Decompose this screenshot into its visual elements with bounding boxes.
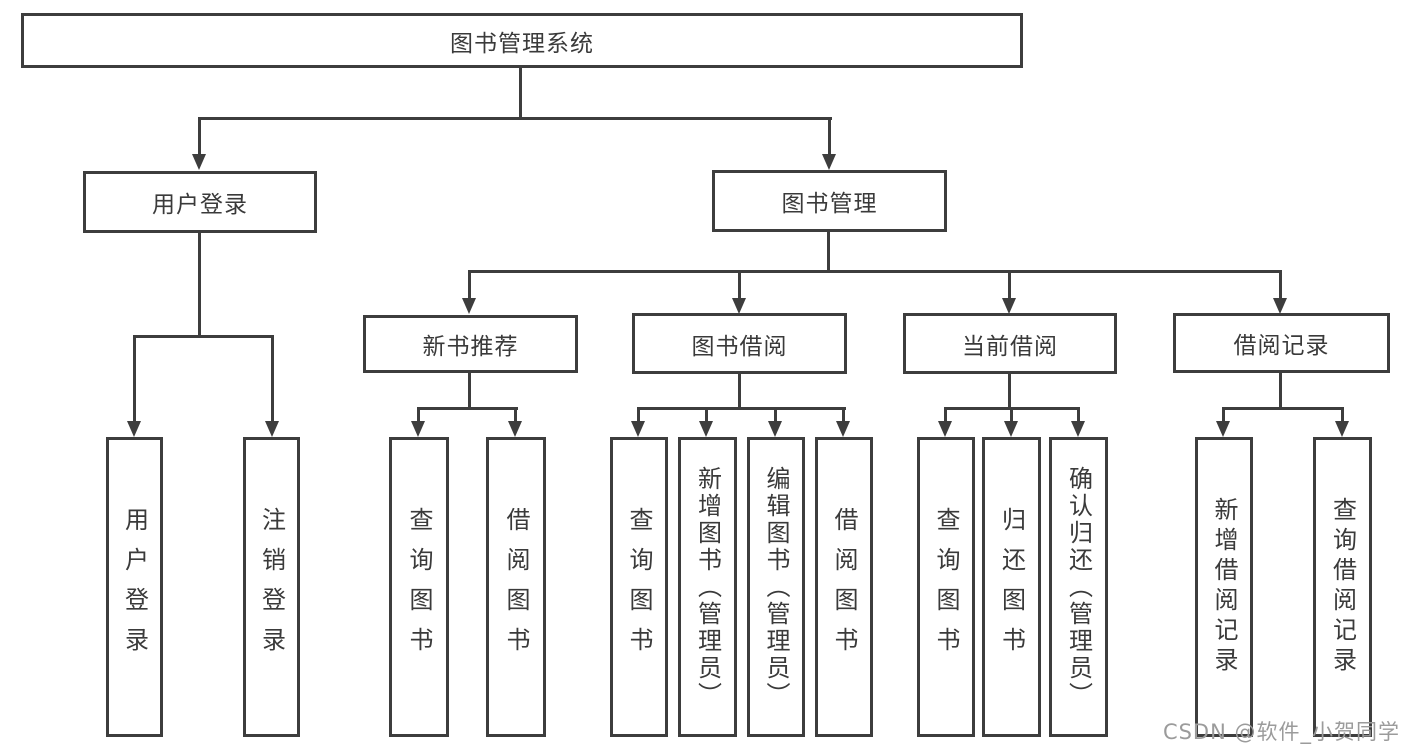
connector-line (738, 374, 741, 409)
connector-line (514, 407, 517, 423)
node-user-login: 用户登录 (83, 171, 317, 233)
leaf-logout: 注销登录 (243, 437, 300, 737)
node-label: 查询图书 (932, 507, 960, 667)
connector-line (1077, 407, 1080, 423)
leaf-borrow-book: 借阅图书 (815, 437, 873, 737)
connector-line (519, 68, 522, 119)
node-label: 新书推荐 (422, 334, 519, 360)
leaf-query-borrow-record: 查询借阅记录 (1313, 437, 1372, 737)
node-label: 查询借阅记录 (1328, 497, 1357, 677)
node-new-book-recommend: 新书推荐 (363, 315, 578, 373)
arrowhead-down (1004, 421, 1018, 437)
leaf-query-book-borrow: 查询图书 (610, 437, 668, 737)
connector-line (133, 335, 274, 338)
connector-line (1341, 407, 1344, 423)
arrowhead-down (631, 421, 645, 437)
arrowhead-down (127, 421, 141, 437)
leaf-add-borrow-record: 新增借阅记录 (1195, 437, 1253, 737)
arrowhead-down (699, 421, 713, 437)
arrowhead-down (411, 421, 425, 437)
node-label: 查询图书 (625, 507, 653, 667)
leaf-return-book: 归还图书 (982, 437, 1041, 737)
connector-line (468, 270, 1282, 273)
arrowhead-down (265, 421, 279, 437)
leaf-confirm-return-admin: 确认归还（管理员） (1049, 437, 1108, 737)
connector-line (198, 233, 201, 337)
connector-line (468, 270, 471, 300)
connector-line (774, 407, 777, 423)
arrowhead-down (462, 298, 476, 314)
node-label: 归还图书 (997, 507, 1026, 667)
arrowhead-down (508, 421, 522, 437)
arrowhead-down (768, 421, 782, 437)
connector-line (1222, 407, 1225, 423)
arrowhead-down (1273, 298, 1287, 314)
connector-line (198, 117, 832, 120)
connector-line (637, 407, 846, 410)
watermark: CSDN @软件_小贺同学 (1162, 720, 1400, 744)
connector-line (842, 407, 845, 423)
arrowhead-down (192, 154, 206, 170)
node-label: 用户登录 (152, 192, 248, 218)
node-label: 借阅图书 (830, 507, 858, 667)
node-label: 图书管理 (781, 191, 878, 217)
node-label: 借阅记录 (1233, 333, 1330, 359)
connector-line (1008, 270, 1011, 300)
node-label: 借阅图书 (502, 507, 530, 667)
node-current-borrow: 当前借阅 (903, 313, 1117, 374)
leaf-query-book-current: 查询图书 (917, 437, 975, 737)
leaf-query-book-recommend: 查询图书 (389, 437, 449, 737)
leaf-edit-book-admin: 编辑图书（管理员） (747, 437, 805, 737)
node-label: 用户登录 (120, 507, 149, 667)
connector-line (1008, 374, 1011, 409)
node-borrow-records: 借阅记录 (1173, 313, 1390, 373)
connector-line (827, 232, 830, 272)
arrowhead-down (732, 298, 746, 314)
node-label: 注销登录 (257, 507, 286, 667)
connector-line (1222, 407, 1344, 410)
node-book-management: 图书管理 (712, 170, 947, 232)
node-label: 新增借阅记录 (1210, 497, 1238, 677)
leaf-add-book-admin: 新增图书（管理员） (678, 437, 737, 737)
arrowhead-down (836, 421, 850, 437)
node-book-borrow: 图书借阅 (632, 313, 847, 374)
leaf-user-login: 用户登录 (106, 437, 163, 737)
arrowhead-down (1335, 421, 1349, 437)
arrowhead-down (1071, 421, 1085, 437)
connector-line (944, 407, 947, 423)
connector-line (637, 407, 640, 423)
connector-line (198, 117, 201, 156)
connector-line (828, 117, 831, 156)
arrowhead-down (938, 421, 952, 437)
connector-line (468, 373, 471, 409)
node-root: 图书管理系统 (21, 13, 1023, 68)
connector-line (705, 407, 708, 423)
connector-line (417, 407, 420, 423)
connector-line (1279, 373, 1282, 409)
arrowhead-down (822, 154, 836, 170)
connector-line (738, 270, 741, 300)
node-label: 确认归还（管理员） (1064, 465, 1093, 709)
node-label: 图书借阅 (691, 333, 788, 360)
connector-line (1279, 270, 1282, 300)
arrowhead-down (1002, 298, 1016, 314)
node-label: 图书管理系统 (450, 30, 594, 57)
node-label: 编辑图书（管理员） (762, 465, 790, 709)
connector-line (1010, 407, 1013, 423)
node-label: 新增图书（管理员） (693, 465, 722, 709)
connector-line (133, 335, 136, 423)
leaf-borrow-book-recommend: 借阅图书 (486, 437, 546, 737)
connector-line (417, 407, 518, 410)
node-label: 当前借阅 (962, 333, 1058, 360)
arrowhead-down (1216, 421, 1230, 437)
connector-line (271, 335, 274, 423)
node-label: 查询图书 (405, 507, 433, 667)
